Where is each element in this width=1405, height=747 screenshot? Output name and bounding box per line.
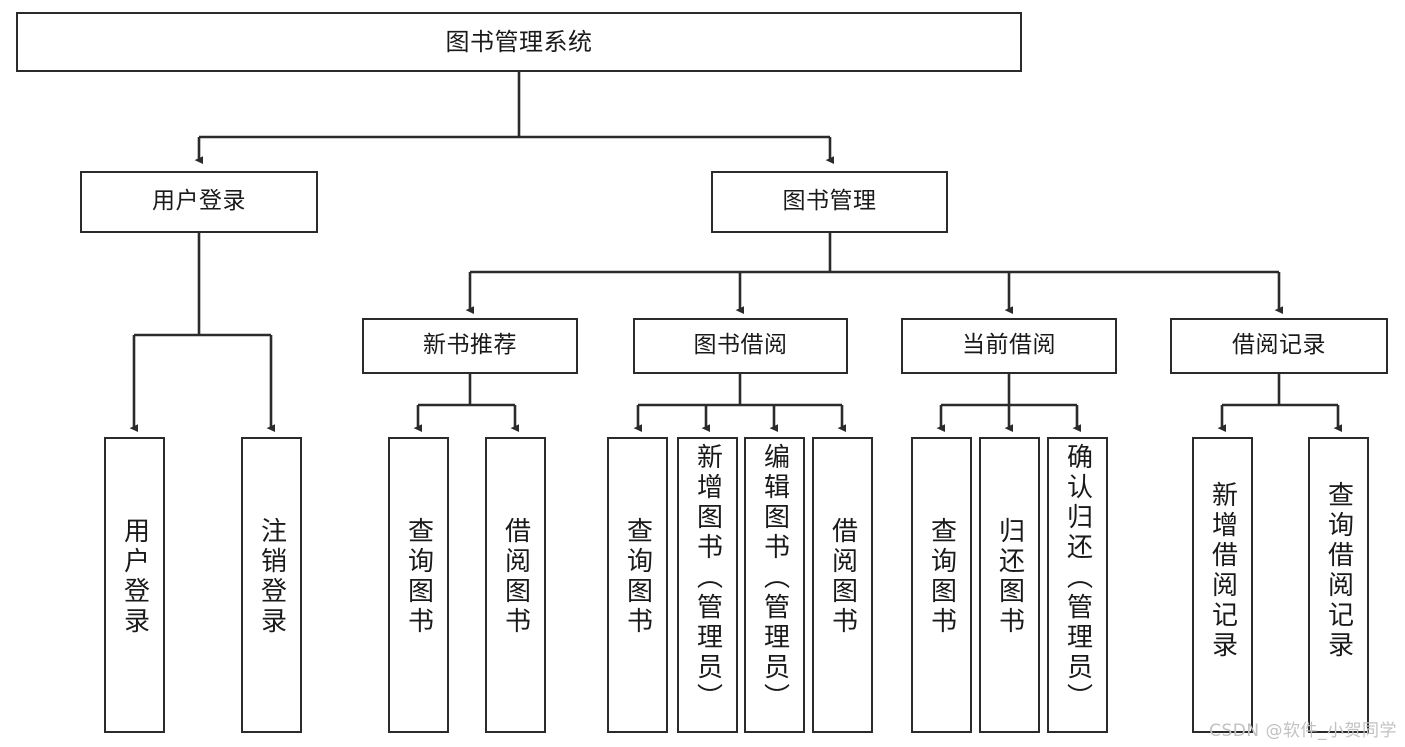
node-new-book-recommend[interactable]: 新书推荐 [362, 318, 578, 374]
node-label: 新增借阅记录 [1207, 481, 1238, 661]
leaf-borrow-book-newbook[interactable]: 借阅图书 [485, 437, 546, 733]
node-user-login[interactable]: 用户登录 [80, 171, 318, 233]
node-label: 图书管理系统 [445, 27, 593, 56]
node-label: 用户登录 [119, 517, 150, 637]
node-label: 查询图书 [622, 517, 653, 637]
leaf-query-book-current[interactable]: 查询图书 [911, 437, 972, 733]
leaf-user-login[interactable]: 用户登录 [104, 437, 165, 733]
node-label: 借阅图书 [500, 517, 531, 637]
node-root-system[interactable]: 图书管理系统 [16, 12, 1022, 72]
node-label: 图书管理 [782, 188, 877, 215]
leaf-borrow-book[interactable]: 借阅图书 [812, 437, 873, 733]
node-borrow-records[interactable]: 借阅记录 [1170, 318, 1388, 374]
leaf-confirm-return-admin[interactable]: 确认归还（管理员） [1047, 437, 1108, 733]
node-book-management[interactable]: 图书管理 [711, 171, 948, 233]
node-label: 借阅图书 [827, 517, 858, 637]
node-label: 用户登录 [152, 188, 246, 215]
node-label: 查询图书 [403, 517, 434, 637]
node-label: 图书借阅 [693, 332, 788, 359]
leaf-edit-book-admin[interactable]: 编辑图书（管理员） [744, 437, 805, 733]
node-label: 当前借阅 [962, 332, 1056, 359]
leaf-query-book-newbook[interactable]: 查询图书 [388, 437, 449, 733]
leaf-query-borrow-record[interactable]: 查询借阅记录 [1308, 437, 1369, 733]
node-current-borrow[interactable]: 当前借阅 [901, 318, 1117, 374]
node-label: 归还图书 [994, 517, 1025, 637]
csdn-watermark: CSDN @软件_小贺同学 [1209, 721, 1397, 741]
node-label: 确认归还（管理员） [1062, 443, 1093, 713]
leaf-logout[interactable]: 注销登录 [241, 437, 302, 733]
leaf-add-book-admin[interactable]: 新增图书（管理员） [677, 437, 738, 733]
node-label: 查询图书 [926, 517, 957, 637]
node-label: 注销登录 [256, 517, 287, 637]
node-label: 编辑图书（管理员） [759, 443, 790, 713]
node-label: 借阅记录 [1232, 332, 1326, 359]
node-label: 查询借阅记录 [1323, 481, 1354, 661]
leaf-return-book[interactable]: 归还图书 [979, 437, 1040, 733]
node-book-borrow[interactable]: 图书借阅 [633, 318, 848, 374]
leaf-add-borrow-record[interactable]: 新增借阅记录 [1192, 437, 1253, 733]
node-label: 新书推荐 [423, 332, 517, 359]
leaf-query-book-borrow[interactable]: 查询图书 [607, 437, 668, 733]
node-label: 新增图书（管理员） [692, 443, 723, 713]
